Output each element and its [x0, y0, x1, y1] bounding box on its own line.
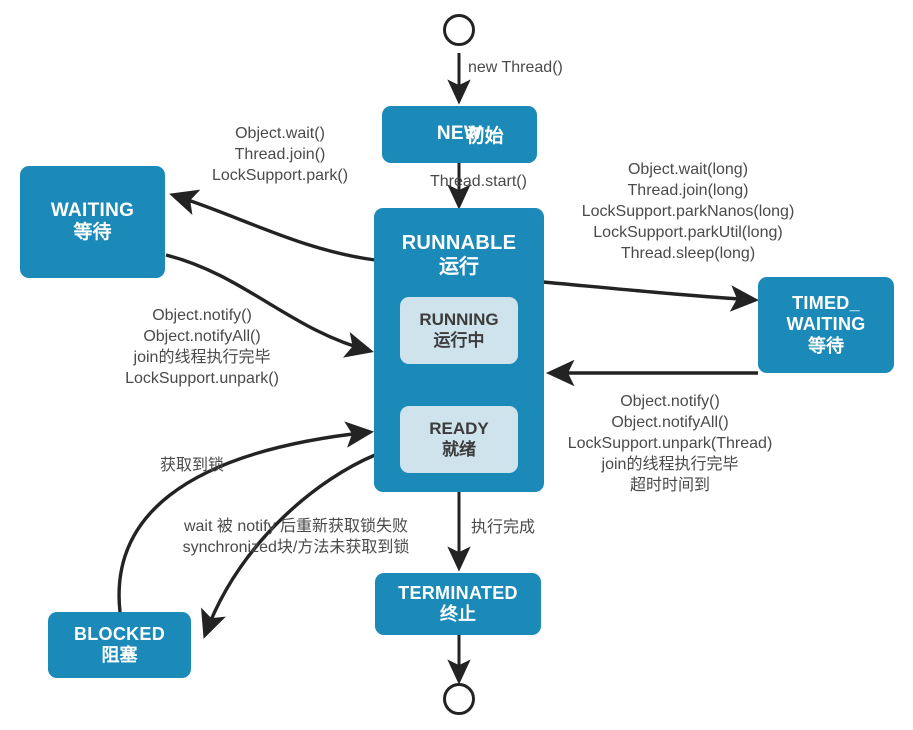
state-new-en: NEW: [436, 123, 483, 145]
end-node: [443, 683, 475, 715]
edge-label-to-terminated: 执行完成: [471, 519, 536, 536]
edge-label-from-blocked: 获取到锁: [160, 457, 225, 474]
substate-running-cn: 运行中: [433, 330, 485, 350]
state-waiting-en: WAITING: [50, 199, 135, 221]
state-blocked[interactable]: BLOCKED 阻塞: [48, 612, 191, 678]
state-waiting[interactable]: WAITING 等待: [20, 166, 165, 278]
edge-runnable-to-waiting: [169, 189, 376, 262]
edge-label-to-waiting: Object.wait() Thread.join() LockSupport.…: [211, 125, 349, 185]
edge-label-thread-start: Thread.start(): [430, 173, 527, 190]
substate-running[interactable]: RUNNING 运行中: [400, 297, 518, 364]
edge-label-new-thread: new Thread(): [468, 59, 563, 76]
state-blocked-en: BLOCKED: [73, 623, 166, 644]
substate-ready-en: READY: [429, 419, 489, 439]
state-blocked-cn: 阻塞: [101, 645, 138, 665]
state-timed-waiting-cn: 等待: [808, 335, 844, 356]
state-timed-waiting[interactable]: TIMED_ WAITING 等待: [758, 277, 894, 373]
state-runnable-en: RUNNABLE: [401, 232, 517, 254]
edge-runnable-to-timed-waiting: [542, 280, 760, 312]
state-terminated-cn: 终止: [440, 604, 476, 624]
state-terminated[interactable]: TERMINATED 终止: [375, 573, 541, 635]
state-new[interactable]: NEW: [382, 106, 537, 163]
edge-label-to-timed-waiting: Object.wait(long) Thread.join(long) Lock…: [581, 161, 795, 263]
substate-running-en: RUNNING: [419, 310, 499, 330]
state-waiting-cn: 等待: [73, 222, 112, 243]
substate-ready[interactable]: READY 就绪: [400, 406, 518, 473]
state-terminated-en: TERMINATED: [398, 582, 518, 603]
edge-label-to-blocked: wait 被 notify 后重新获取锁失败 synchronized块/方法未…: [182, 518, 410, 557]
substate-ready-cn: 就绪: [442, 439, 476, 459]
state-timed-waiting-en: TIMED_ WAITING: [786, 293, 866, 335]
start-node: [443, 14, 475, 46]
edge-label-from-timed-waiting: Object.notify() Object.notifyAll() LockS…: [567, 393, 773, 495]
edge-label-from-waiting: Object.notify() Object.notifyAll() join的…: [125, 307, 279, 388]
state-runnable-cn: 运行: [439, 255, 479, 278]
